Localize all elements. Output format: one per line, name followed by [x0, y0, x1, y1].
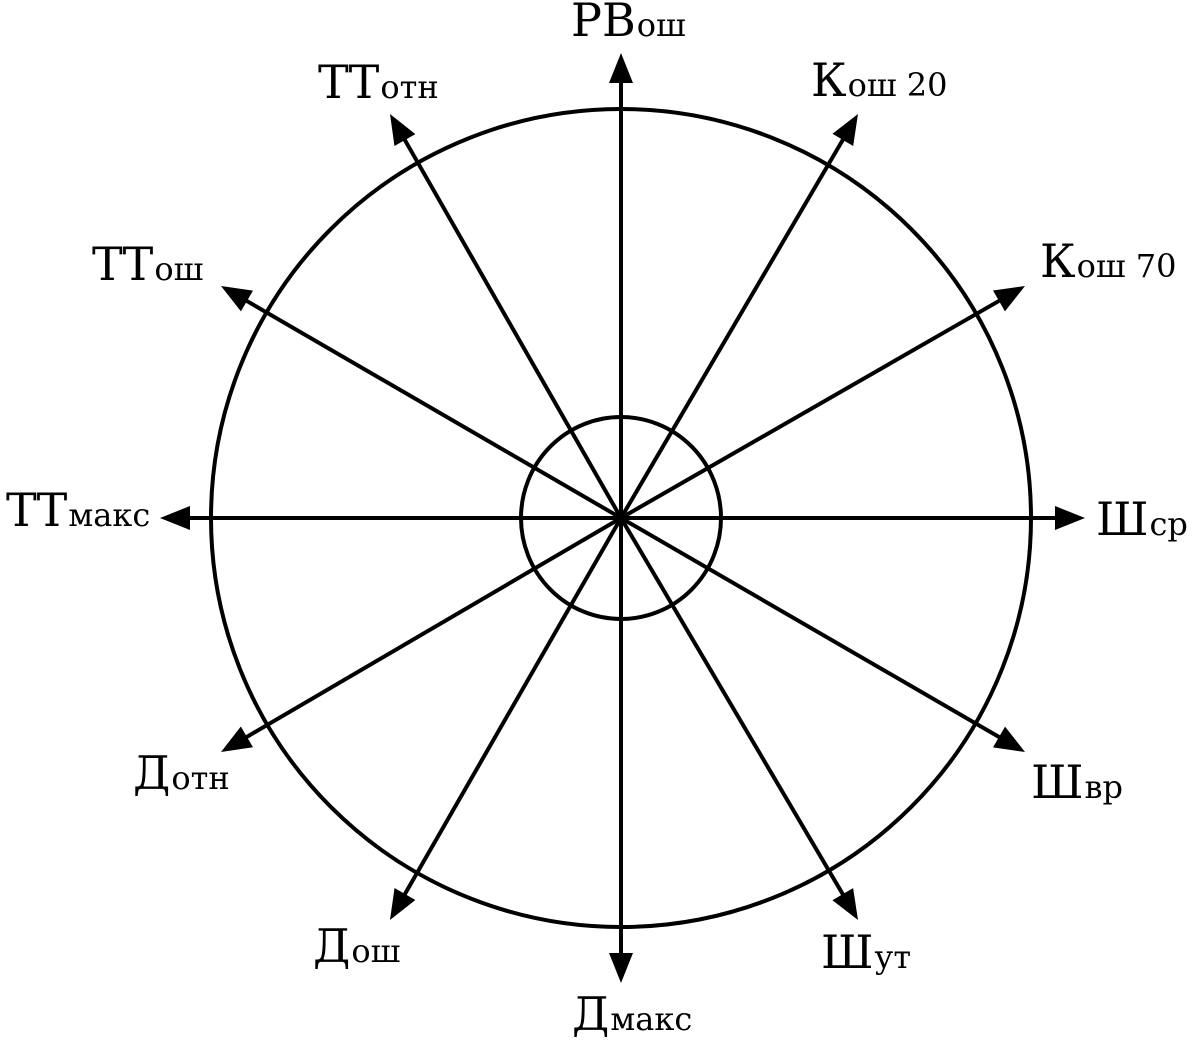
- label-sh-sr: Шср: [1096, 492, 1188, 546]
- label-k-osh-70: Кош 70: [1040, 234, 1177, 288]
- arrowhead-d-otn: [221, 726, 253, 752]
- label-main-d-maks: Д: [572, 987, 609, 1041]
- label-main-k-osh-70: К: [1040, 234, 1076, 288]
- arrowhead-d-maks: [609, 953, 633, 983]
- arrowhead-tt-osh: [221, 286, 253, 312]
- axis-d-osh: [390, 517, 623, 920]
- arrowhead-sh-sr: [1055, 506, 1085, 530]
- axis-line-sh-ut: [619, 516, 846, 897]
- label-sub-rv-osh: ош: [637, 6, 686, 44]
- axis-d-maks: [609, 518, 633, 983]
- arrowhead-tt-otn: [390, 114, 416, 146]
- label-tt-maks: ТТмакс: [6, 483, 150, 537]
- axis-sh-vr: [619, 516, 1025, 752]
- label-sub-d-maks: макс: [610, 1000, 692, 1038]
- axis-line-sh-vr: [619, 516, 1002, 740]
- arrowhead-tt-maks: [160, 506, 190, 530]
- label-sub-sh-ut: ут: [875, 938, 912, 976]
- axis-rv-osh: [609, 53, 633, 518]
- label-main-rv-osh: РВ: [571, 0, 636, 47]
- axis-tt-otn: [390, 114, 623, 519]
- axis-line-tt-otn: [402, 137, 623, 519]
- label-k-osh-20: Кош 20: [811, 53, 948, 107]
- label-sub-d-otn: отн: [171, 759, 229, 797]
- label-sub-k-osh-20: ош 20: [848, 66, 948, 104]
- label-main-k-osh-20: К: [811, 53, 847, 107]
- label-sub-tt-otn: отн: [380, 68, 438, 106]
- label-main-d-osh: Д: [313, 919, 350, 973]
- label-tt-osh: ТТош: [92, 237, 203, 291]
- label-sub-sh-vr: вр: [1085, 768, 1124, 806]
- arrowhead-rv-osh: [609, 53, 633, 83]
- axis-tt-maks: [160, 506, 621, 530]
- label-tt-otn: ТТотн: [318, 55, 439, 109]
- axis-sh-sr: [621, 506, 1085, 530]
- label-sh-vr: Швр: [1031, 755, 1123, 809]
- label-main-tt-otn: ТТ: [318, 55, 380, 109]
- axis-k-osh-20: [619, 114, 858, 520]
- arrowhead-k-osh-70: [993, 286, 1025, 312]
- label-sub-tt-maks: макс: [68, 496, 150, 534]
- arrowhead-k-osh-20: [832, 114, 858, 146]
- axis-line-k-osh-70: [620, 298, 1002, 520]
- arrowhead-sh-ut: [832, 888, 858, 920]
- arrowhead-d-osh: [390, 888, 416, 920]
- label-d-otn: Дотн: [133, 746, 230, 800]
- label-sub-sh-sr: ср: [1150, 505, 1188, 543]
- axis-d-otn: [221, 516, 623, 752]
- label-main-sh-vr: Ш: [1031, 755, 1084, 809]
- axis-sh-ut: [619, 516, 858, 920]
- axis-line-d-otn: [244, 516, 623, 740]
- label-main-tt-maks: ТТ: [6, 483, 68, 537]
- label-main-sh-sr: Ш: [1096, 492, 1149, 546]
- label-sub-d-osh: ош: [351, 932, 400, 970]
- label-sh-ut: Шут: [821, 925, 911, 979]
- axis-line-k-osh-20: [619, 137, 846, 520]
- axis-tt-osh: [221, 286, 623, 520]
- label-main-sh-ut: Ш: [821, 925, 874, 979]
- label-sub-k-osh-70: ош 70: [1077, 247, 1177, 285]
- label-main-tt-osh: ТТ: [92, 237, 154, 291]
- axis-line-d-osh: [402, 517, 623, 897]
- arrowhead-sh-vr: [993, 726, 1025, 752]
- label-rv-osh: РВош: [571, 0, 686, 47]
- axis-k-osh-70: [620, 286, 1025, 520]
- axis-line-tt-osh: [244, 298, 623, 520]
- label-d-osh: Дош: [313, 919, 400, 973]
- label-d-maks: Дмакс: [572, 987, 692, 1041]
- label-main-d-otn: Д: [133, 746, 170, 800]
- label-sub-tt-osh: ош: [154, 250, 203, 288]
